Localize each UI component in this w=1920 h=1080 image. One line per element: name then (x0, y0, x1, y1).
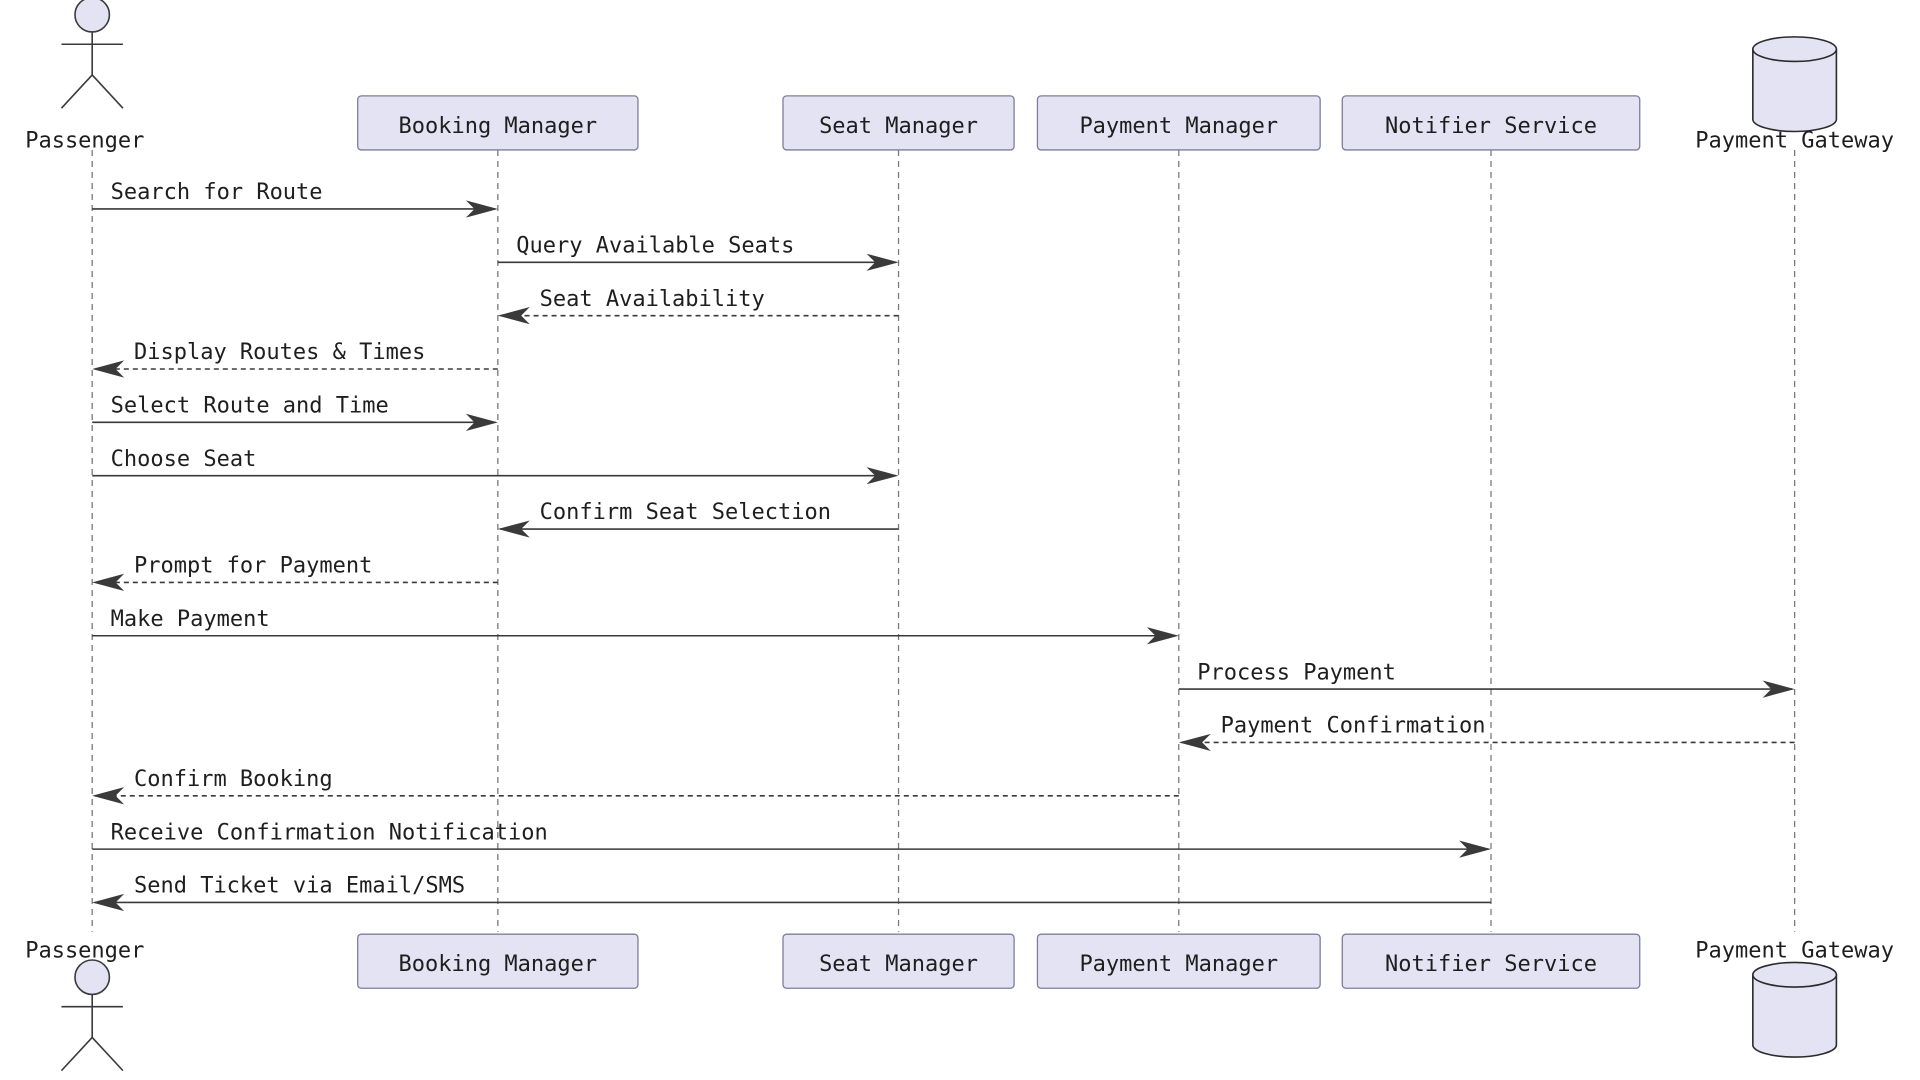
notifier-label-top: Notifier Service (1385, 114, 1597, 139)
message-label: Process Payment (1197, 660, 1396, 685)
notifier-participant-top: Notifier Service (1341, 95, 1641, 151)
gateway-database-body (1752, 49, 1838, 133)
booking-label-bottom: Booking Manager (398, 952, 597, 977)
passenger-label-bottom: Passenger (25, 939, 144, 964)
message-arrowhead (92, 573, 125, 591)
seat-box (782, 933, 1015, 989)
message-14: Send Ticket via Email/SMS (92, 874, 1492, 912)
message-4: Display Routes & Times (92, 340, 498, 378)
passenger-actor-head (74, 0, 111, 33)
passenger-actor-head (74, 959, 111, 996)
message-label: Search for Route (111, 180, 323, 205)
seat-label-top: Seat Manager (819, 114, 978, 139)
message-6: Choose Seat (92, 447, 899, 485)
message-3: Seat Availability (497, 287, 899, 325)
notifier-participant-bottom: Notifier Service (1341, 933, 1641, 989)
message-label: Select Route and Time (111, 394, 389, 419)
message-arrowhead (1178, 733, 1211, 752)
notifier-label-bottom: Notifier Service (1385, 952, 1597, 977)
message-5: Select Route and Time (92, 394, 498, 431)
message-label: Receive Confirmation Notification (111, 820, 548, 845)
message-10: Process Payment (1178, 660, 1795, 698)
message-7: Confirm Seat Selection (497, 500, 899, 538)
message-label: Prompt for Payment (134, 554, 372, 579)
message-label: Choose Seat (111, 447, 257, 472)
message-label: Payment Confirmation (1221, 714, 1486, 739)
payment-label-top: Payment Manager (1079, 114, 1278, 139)
lifelines (91, 149, 1796, 932)
message-label: Confirm Booking (134, 767, 333, 792)
message-12: Confirm Booking (92, 767, 1179, 805)
message-11: Payment Confirmation (1178, 714, 1795, 752)
passenger-label-top: Passenger (25, 129, 144, 154)
message-label: Send Ticket via Email/SMS (134, 874, 465, 899)
payment-participant-top: Payment Manager (1036, 95, 1321, 151)
message-arrowhead (92, 360, 125, 378)
notifier-box (1341, 933, 1641, 989)
passenger-actor-body (60, 994, 124, 1072)
gateway-label-top: Payment Gateway (1695, 129, 1894, 154)
payment-box (1036, 933, 1321, 989)
payment-participant-bottom: Payment Manager (1036, 933, 1321, 989)
payment-label-bottom: Payment Manager (1079, 952, 1278, 977)
gateway-label-bottom: Payment Gateway (1695, 939, 1894, 964)
seat-participant-bottom: Seat Manager (782, 933, 1015, 989)
passenger-actor-body (60, 31, 124, 109)
message-arrowhead (866, 253, 899, 271)
message-arrowhead (866, 467, 899, 485)
gateway-participant-bottom: Payment Gateway (1695, 939, 1894, 1058)
gateway-participant-top: Payment Gateway (1695, 36, 1894, 154)
seat-box (782, 95, 1015, 151)
message-13: Receive Confirmation Notification (92, 820, 1492, 858)
message-label: Display Routes & Times (134, 340, 425, 365)
booking-participant-top: Booking Manager (357, 95, 639, 151)
message-2: Query Available Seats (497, 233, 899, 271)
message-arrowhead (497, 307, 530, 325)
message-label: Query Available Seats (516, 233, 794, 258)
message-arrowhead (497, 520, 530, 538)
message-arrowhead (465, 413, 498, 431)
message-8: Prompt for Payment (92, 554, 498, 591)
gateway-database-top (1752, 36, 1838, 63)
message-label: Make Payment (111, 607, 270, 632)
passenger-participant-top: Passenger (25, 0, 144, 154)
booking-box (357, 933, 639, 989)
booking-participant-bottom: Booking Manager (357, 933, 639, 989)
booking-label-top: Booking Manager (398, 114, 597, 139)
seat-participant-top: Seat Manager (782, 95, 1015, 151)
message-arrowhead (465, 200, 498, 218)
message-arrowhead (92, 787, 125, 805)
gateway-database-body (1752, 974, 1838, 1058)
message-arrowhead (1762, 680, 1795, 698)
booking-box (357, 95, 639, 151)
passenger-participant-bottom: Passenger (25, 939, 144, 1072)
message-9: Make Payment (92, 607, 1179, 645)
message-1: Search for Route (92, 180, 498, 218)
message-label: Confirm Seat Selection (540, 500, 831, 525)
gateway-database-top (1752, 961, 1838, 988)
seat-label-bottom: Seat Manager (819, 952, 978, 977)
message-arrowhead (1146, 627, 1179, 645)
message-label: Seat Availability (540, 287, 765, 312)
message-arrowhead (92, 893, 125, 912)
payment-box (1036, 95, 1321, 151)
notifier-box (1341, 95, 1641, 151)
message-arrowhead (1459, 840, 1492, 858)
